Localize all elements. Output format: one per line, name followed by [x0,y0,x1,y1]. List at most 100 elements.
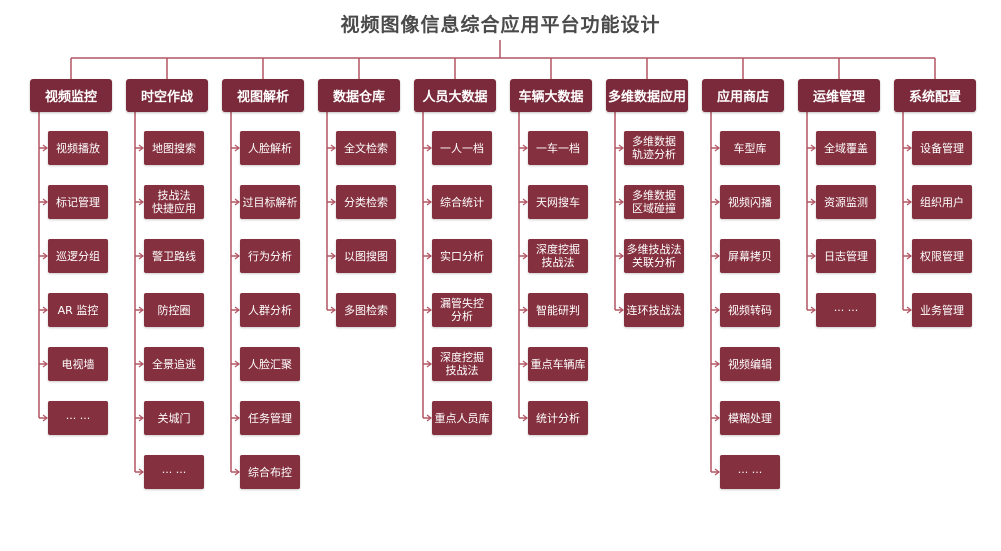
function-item[interactable]: 人脸解析 [240,131,300,165]
function-item[interactable]: ··· ··· [720,455,780,489]
function-item[interactable]: ··· ··· [144,455,204,489]
function-item[interactable]: 重点人员库 [432,401,492,435]
item-arrow-icon [42,414,48,422]
function-item[interactable]: 全文检索 [336,131,396,165]
column-header[interactable]: 时空作战 [126,79,208,112]
column-header[interactable]: 视频监控 [30,79,112,112]
function-item[interactable]: 标记管理 [48,185,108,219]
item-arrow-icon [618,198,624,206]
item-arrow-icon [426,360,432,368]
function-item[interactable]: 模糊处理 [720,401,780,435]
item-arrow-icon [522,198,528,206]
item-arrow-icon [522,252,528,260]
function-item[interactable]: 一车一档 [528,131,588,165]
function-item[interactable]: 屏幕拷贝 [720,239,780,273]
function-item[interactable]: 防控圈 [144,293,204,327]
column-header[interactable]: 应用商店 [702,79,784,112]
item-arrow-icon [426,306,432,314]
function-item[interactable]: 多维技战法 关联分析 [624,239,684,273]
item-arrow-icon [426,252,432,260]
item-arrow-icon [234,414,240,422]
column-header[interactable]: 多维数据应用 [606,79,688,112]
function-item[interactable]: AR 监控 [48,293,108,327]
function-item[interactable]: 多图检索 [336,293,396,327]
item-arrow-icon [330,144,336,152]
item-arrow-icon [330,198,336,206]
function-item[interactable]: 业务管理 [912,293,972,327]
function-item[interactable]: 深度挖掘 技战法 [432,347,492,381]
item-arrow-icon [522,306,528,314]
function-item[interactable]: 视频播放 [48,131,108,165]
item-arrow-icon [714,360,720,368]
function-item[interactable]: 关城门 [144,401,204,435]
column-10: 系统配置设备管理组织用户权限管理业务管理 [894,0,976,551]
column-3: 视图解析人脸解析过目标解析行为分析人群分析人脸汇聚任务管理综合布控 [222,0,304,551]
item-arrow-icon [426,414,432,422]
column-header[interactable]: 数据仓库 [318,79,400,112]
function-item[interactable]: 过目标解析 [240,185,300,219]
item-arrow-icon [714,252,720,260]
column-5: 人员大数据一人一档综合统计实口分析漏管失控 分析深度挖掘 技战法重点人员库 [414,0,496,551]
function-item[interactable]: 重点车辆库 [528,347,588,381]
column-2: 时空作战地图搜索技战法 快捷应用警卫路线防控圈全景追逃关城门 ··· ··· [126,0,208,551]
function-item[interactable]: 视频编辑 [720,347,780,381]
function-item[interactable]: 漏管失控 分析 [432,293,492,327]
column-header[interactable]: 系统配置 [894,79,976,112]
item-arrow-icon [426,198,432,206]
item-arrow-icon [42,252,48,260]
function-item[interactable]: 深度挖掘 技战法 [528,239,588,273]
function-item[interactable]: 以图搜图 [336,239,396,273]
function-item[interactable]: 全景追逃 [144,347,204,381]
function-item[interactable]: 巡逻分组 [48,239,108,273]
item-arrow-icon [42,360,48,368]
item-arrow-icon [234,306,240,314]
item-arrow-icon [810,306,816,314]
function-item[interactable]: 视频转码 [720,293,780,327]
function-item[interactable]: 综合布控 [240,455,300,489]
function-item[interactable]: 组织用户 [912,185,972,219]
function-item[interactable]: 全域覆盖 [816,131,876,165]
function-item[interactable]: 视频闪播 [720,185,780,219]
function-item[interactable]: 智能研判 [528,293,588,327]
column-header[interactable]: 运维管理 [798,79,880,112]
function-item[interactable]: 分类检索 [336,185,396,219]
function-item[interactable]: 资源监测 [816,185,876,219]
function-item[interactable]: 天网搜车 [528,185,588,219]
function-item[interactable]: 连环技战法 [624,293,684,327]
function-item[interactable]: 行为分析 [240,239,300,273]
function-item[interactable]: 警卫路线 [144,239,204,273]
item-arrow-icon [810,198,816,206]
column-header[interactable]: 车辆大数据 [510,79,592,112]
function-item[interactable]: 地图搜索 [144,131,204,165]
item-arrow-icon [234,252,240,260]
function-item[interactable]: 一人一档 [432,131,492,165]
function-item[interactable]: 技战法 快捷应用 [144,185,204,219]
function-item[interactable]: 车型库 [720,131,780,165]
item-arrow-icon [522,360,528,368]
function-item[interactable]: 电视墙 [48,347,108,381]
column-6: 车辆大数据一车一档天网搜车深度挖掘 技战法智能研判重点车辆库统计分析 [510,0,592,551]
function-item[interactable]: ··· ··· [48,401,108,435]
function-item[interactable]: 人脸汇聚 [240,347,300,381]
item-arrow-icon [138,252,144,260]
function-item[interactable]: 统计分析 [528,401,588,435]
function-item[interactable]: 综合统计 [432,185,492,219]
function-item[interactable]: 实口分析 [432,239,492,273]
item-arrow-icon [714,414,720,422]
column-header[interactable]: 视图解析 [222,79,304,112]
function-item[interactable]: 人群分析 [240,293,300,327]
function-item[interactable]: 日志管理 [816,239,876,273]
function-item[interactable]: 设备管理 [912,131,972,165]
item-arrow-icon [522,414,528,422]
item-arrow-icon [618,144,624,152]
column-header[interactable]: 人员大数据 [414,79,496,112]
function-item[interactable]: 任务管理 [240,401,300,435]
function-item[interactable]: 多维数据 轨迹分析 [624,131,684,165]
function-item[interactable]: 多维数据 区域碰撞 [624,185,684,219]
function-item[interactable]: ··· ··· [816,293,876,327]
item-arrow-icon [234,468,240,476]
item-arrow-icon [714,306,720,314]
function-item[interactable]: 权限管理 [912,239,972,273]
item-arrow-icon [618,306,624,314]
